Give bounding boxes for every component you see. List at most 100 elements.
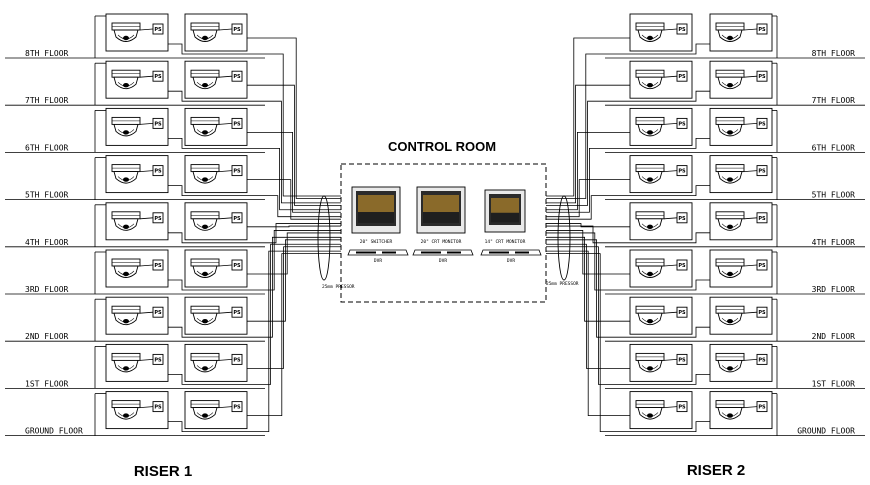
floor-label-right: 1ST FLOOR — [812, 379, 856, 388]
power-supply-icon: PS — [676, 259, 688, 271]
power-supply-icon: PS — [676, 23, 688, 35]
power-supply-icon: PS — [756, 259, 768, 271]
power-supply-icon: PS — [756, 117, 768, 129]
floor-label-right: 4TH FLOOR — [812, 238, 856, 247]
camera-unit: PS — [105, 107, 169, 146]
video-cable — [546, 179, 630, 218]
power-supply-label: PS — [678, 27, 686, 33]
video-cable — [247, 239, 341, 322]
power-supply-label: PS — [233, 216, 241, 222]
power-supply-label: PS — [154, 74, 162, 80]
camera-unit: PS — [105, 60, 169, 99]
dome-camera-icon — [635, 69, 665, 90]
video-cable — [546, 232, 710, 291]
video-cable — [168, 223, 341, 244]
camera-unit: PS — [184, 343, 248, 382]
dome-camera-icon — [715, 305, 745, 326]
camera-unit: PS — [184, 249, 248, 288]
power-supply-icon: PS — [152, 70, 164, 82]
camera-unit: PS — [629, 296, 693, 335]
power-supply-icon: PS — [756, 70, 768, 82]
floor-label-right: 7TH FLOOR — [812, 96, 856, 105]
dvr-icon: DVR — [480, 249, 542, 264]
video-cable — [168, 243, 341, 385]
power-supply-label: PS — [678, 310, 686, 316]
floor-label-right: 3RD FLOOR — [812, 285, 856, 294]
power-supply-icon: PS — [676, 306, 688, 318]
power-supply-label: PS — [678, 121, 686, 127]
floor-label-left: 8TH FLOOR — [25, 49, 69, 58]
floor-label-right: GROUND FLOOR — [797, 427, 855, 436]
power-supply-label: PS — [154, 169, 162, 175]
power-supply-label: PS — [154, 27, 162, 33]
power-supply-label: PS — [758, 357, 766, 363]
dome-camera-icon — [111, 116, 141, 137]
power-supply-label: PS — [154, 263, 162, 269]
video-cable — [168, 250, 341, 432]
power-supply-icon: PS — [152, 401, 164, 413]
power-supply-icon: PS — [231, 165, 243, 177]
power-supply-icon: PS — [231, 117, 243, 129]
power-supply-icon: PS — [152, 259, 164, 271]
video-cable — [546, 185, 710, 220]
dome-camera-icon — [190, 305, 220, 326]
floor-label-left: 2ND FLOOR — [25, 332, 69, 341]
power-supply-label: PS — [154, 216, 162, 222]
camera-unit: PS — [105, 296, 169, 335]
power-supply-label: PS — [758, 121, 766, 127]
dome-camera-icon — [635, 305, 665, 326]
power-supply-label: PS — [758, 74, 766, 80]
power-supply-icon: PS — [676, 353, 688, 365]
power-supply-icon: PS — [756, 165, 768, 177]
power-supply-label: PS — [678, 216, 686, 222]
power-supply-label: PS — [678, 169, 686, 175]
power-supply-label: PS — [154, 121, 162, 127]
camera-units-layer: PS PS PS PS PS PS PS PS PS PS PS PS PS PS PS PS PS PS PS PS… — [105, 13, 773, 430]
video-cable — [546, 239, 710, 338]
camera-unit: PS — [709, 391, 773, 430]
dome-camera-icon — [635, 164, 665, 184]
video-cable — [546, 243, 630, 369]
power-supply-label: PS — [758, 216, 766, 222]
camera-unit: PS — [629, 107, 693, 146]
dome-camera-icon — [635, 400, 665, 420]
dome-camera-icon — [715, 116, 745, 137]
camera-unit: PS — [184, 60, 248, 99]
video-cable — [546, 253, 710, 432]
power-supply-label: PS — [678, 263, 686, 269]
video-cable — [168, 138, 341, 211]
power-supply-icon: PS — [152, 23, 164, 35]
camera-unit: PS — [629, 249, 693, 288]
dome-camera-icon — [190, 69, 220, 90]
camera-unit: PS — [105, 13, 169, 52]
power-supply-label: PS — [758, 310, 766, 316]
power-supply-icon: PS — [152, 165, 164, 177]
power-supply-label: PS — [154, 310, 162, 316]
video-cable — [247, 84, 341, 206]
video-cable — [168, 185, 341, 218]
video-cable — [546, 138, 710, 213]
power-supply-label: PS — [154, 405, 162, 411]
video-cable — [247, 37, 341, 199]
power-supply-icon: PS — [676, 212, 688, 224]
video-cable — [168, 90, 341, 204]
dome-camera-icon — [715, 400, 745, 420]
video-cable — [546, 230, 630, 275]
video-cable — [168, 230, 341, 291]
power-supply-icon: PS — [676, 165, 688, 177]
dome-camera-icon — [190, 211, 220, 231]
video-cable — [247, 225, 341, 228]
dome-camera-icon — [190, 258, 220, 278]
monitor-label: 20" SWITCHER — [360, 239, 393, 245]
floor-label-left: 7TH FLOOR — [25, 96, 69, 105]
dome-camera-icon — [190, 164, 220, 184]
power-supply-icon: PS — [152, 353, 164, 365]
cable-bundle-left — [317, 195, 331, 281]
dome-camera-icon — [111, 164, 141, 184]
power-supply-icon: PS — [152, 212, 164, 224]
dvr-icon: DVR — [412, 249, 474, 264]
